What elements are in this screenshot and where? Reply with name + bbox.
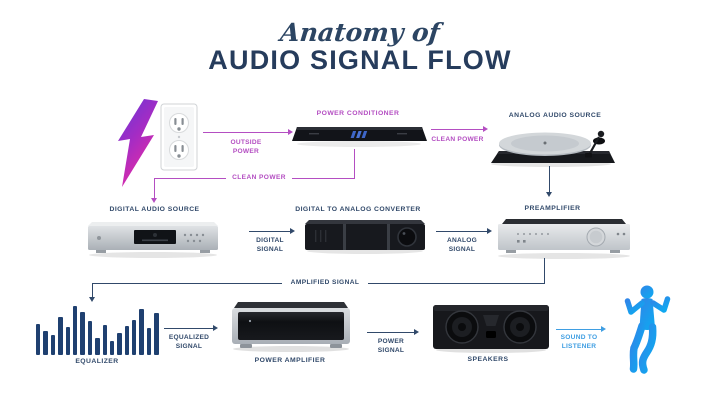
amplified-elbow-arrow: [88, 283, 97, 302]
equalizer-bar: [72, 305, 78, 355]
speakers-label: SPEAKERS: [467, 356, 509, 363]
clean-power-elbow-down: [354, 149, 356, 178]
equalized-signal-arrow: [164, 324, 218, 333]
outside-power-label: OUTSIDE POWER: [230, 139, 262, 155]
outside-power-arrow: [203, 128, 293, 137]
analog-signal-arrow: [436, 227, 492, 236]
sound-to-listener-label: SOUND TO LISTENER: [560, 334, 598, 350]
equalizer-label: EQUALIZER: [75, 358, 119, 365]
equalizer-bar: [95, 337, 100, 355]
equalizer-bar: [65, 326, 70, 355]
equalizer-bar: [58, 316, 63, 355]
equalizer-bar: [43, 331, 48, 355]
preamplifier-label: PREAMPLIFIER: [524, 205, 581, 212]
clean-power-label: CLEAN POWER: [431, 136, 484, 143]
amplified-elbow-down: [544, 258, 546, 283]
listener-icon: [624, 285, 671, 374]
equalizer-bar: [154, 313, 159, 355]
power-signal-arrow: [367, 328, 419, 337]
equalizer-bar: [146, 327, 152, 355]
power-amplifier-illustration: [232, 302, 350, 352]
dac-label: DIGITAL TO ANALOG CONVERTER: [295, 206, 421, 213]
preamplifier-illustration: [498, 219, 630, 259]
digital-signal-label: DIGITAL SIGNAL: [256, 237, 284, 253]
equalizer-bars: [36, 303, 162, 355]
equalizer-bar: [80, 311, 85, 355]
sound-to-listener-arrow: [556, 325, 606, 334]
power-signal-label: POWER SIGNAL: [377, 338, 405, 354]
equalizer-bar: [109, 340, 115, 355]
equalizer-bar: [50, 335, 56, 355]
equalizer-bar: [124, 325, 130, 355]
clean-power-digital-label: CLEAN POWER: [226, 174, 292, 181]
power-amplifier-label: POWER AMPLIFIER: [254, 357, 326, 364]
title-script: Anatomy of: [278, 18, 442, 47]
equalizer-bar: [139, 309, 144, 355]
page-title: AUDIO SIGNAL FLOW: [208, 45, 512, 75]
equalized-signal-label: EQUALIZED SIGNAL: [168, 334, 210, 350]
power-conditioner-label: POWER CONDITIONER: [316, 110, 400, 117]
equalizer-bar: [87, 321, 93, 355]
equalizer-bar: [102, 324, 107, 355]
power-conditioner-illustration: [292, 127, 427, 147]
turntable-illustration: [491, 130, 615, 167]
digital-signal-arrow: [249, 227, 295, 236]
amplified-signal-label: AMPLIFIED SIGNAL: [282, 279, 368, 286]
equalizer-bar: [36, 323, 41, 355]
source-to-preamp-arrow: [545, 166, 554, 197]
lightning-icon: [118, 99, 158, 187]
clean-power-elbow-arrow: [150, 178, 159, 203]
power-outlet-icon: [160, 103, 198, 171]
equalizer-bar: [132, 319, 137, 355]
clean-power-arrow: [431, 125, 488, 134]
dac-illustration: [305, 220, 425, 254]
speakers-illustration: [433, 305, 549, 353]
analog-audio-source-label: ANALOG AUDIO SOURCE: [508, 112, 602, 119]
digital-audio-source-illustration: [88, 222, 218, 258]
equalizer-bar: [117, 333, 122, 355]
analog-signal-label: ANALOG SIGNAL: [446, 237, 478, 253]
digital-audio-source-label: DIGITAL AUDIO SOURCE: [109, 206, 200, 213]
